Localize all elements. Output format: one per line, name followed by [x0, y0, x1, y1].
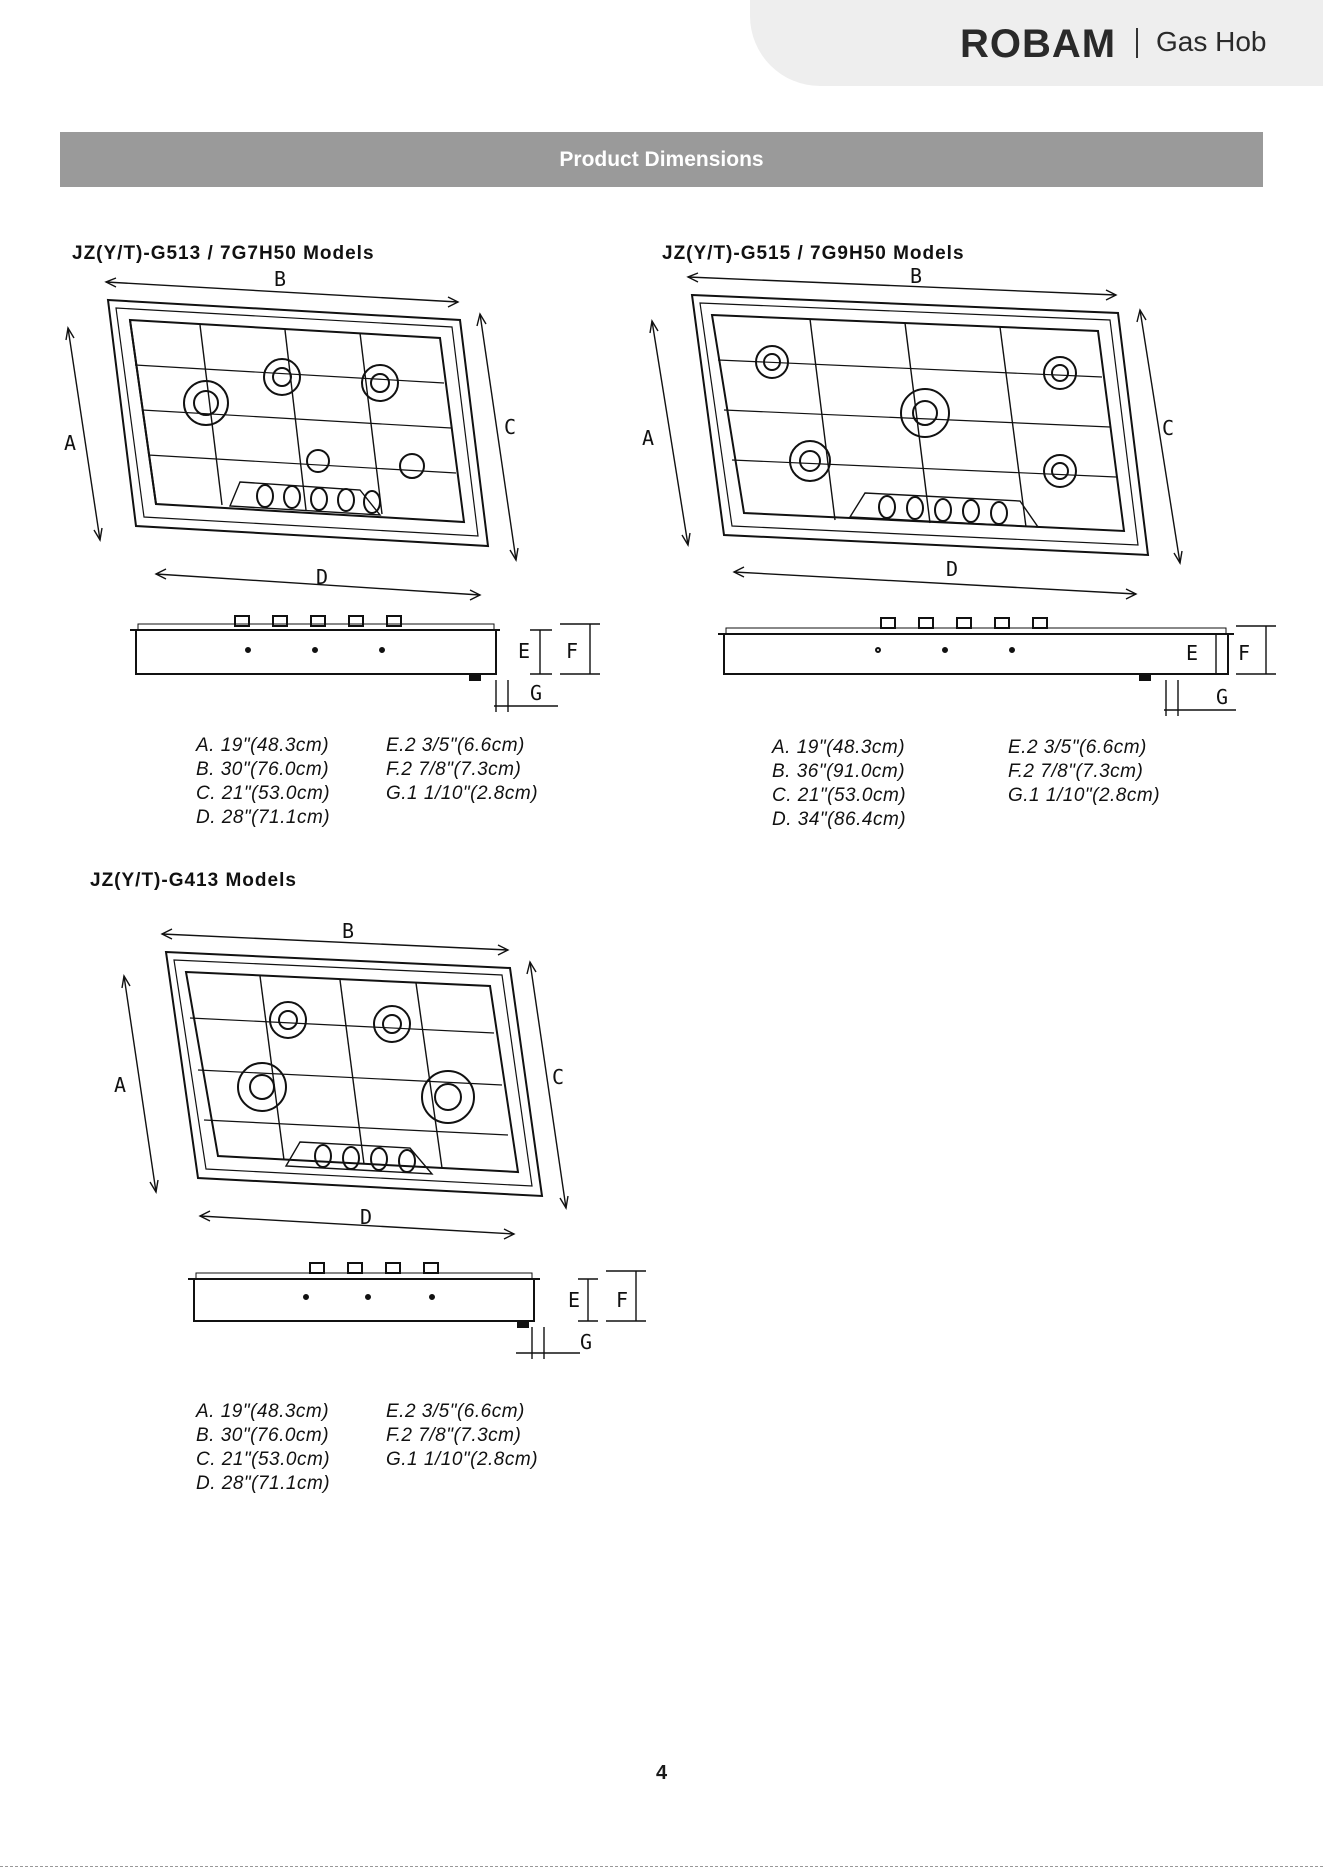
section-title: Product Dimensions — [60, 132, 1263, 187]
spec-g: G.1 1/10"(2.8cm) — [386, 1449, 539, 1470]
model-1-specs-left: A. 19"(48.3cm) B. 30"(76.0cm) C. 21"(53.… — [196, 734, 330, 830]
spec-b: B. 30"(76.0cm) — [196, 759, 330, 780]
dim-a-label: A — [64, 431, 76, 455]
dim-g-label: G — [580, 1330, 592, 1354]
spec-g: G.1 1/10"(2.8cm) — [386, 783, 539, 804]
product-type: Gas Hob — [1156, 26, 1267, 57]
dim-f-label: F — [616, 1288, 628, 1312]
spec-d: D. 28"(71.1cm) — [196, 1473, 331, 1494]
spec-c: C. 21"(53.0cm) — [196, 783, 331, 804]
model-3-specs-left: A. 19"(48.3cm) B. 30"(76.0cm) C. 21"(53.… — [196, 1400, 330, 1496]
dim-d-label: D — [360, 1205, 372, 1229]
dim-f-label: F — [1238, 641, 1250, 665]
spec-a: A. 19"(48.3cm) — [196, 735, 330, 756]
model-1-side-view: E F G — [130, 615, 600, 712]
dim-f-label: F — [566, 639, 578, 663]
model-2-side-view: E F G — [718, 617, 1276, 716]
model-2-d-dimension: D — [732, 557, 1138, 600]
dim-b-label: B — [274, 267, 286, 291]
dim-b-label: B — [342, 919, 354, 943]
spec-c: C. 21"(53.0cm) — [772, 785, 907, 806]
spec-b: B. 30"(76.0cm) — [196, 1425, 330, 1446]
spec-e: E.2 3/5"(6.6cm) — [1008, 737, 1147, 758]
dim-e-label: E — [518, 639, 530, 663]
model-1-top-view: B A C — [64, 267, 519, 601]
spec-f: F.2 7/8"(7.3cm) — [386, 1425, 522, 1446]
dim-d-label: D — [316, 565, 328, 589]
model-1-specs-right: E.2 3/5"(6.6cm) F.2 7/8"(7.3cm) G.1 1/10… — [386, 734, 538, 806]
dim-c-label: C — [552, 1065, 564, 1089]
spec-a: A. 19"(48.3cm) — [772, 737, 906, 758]
model-2-top-view: B A C — [642, 264, 1183, 565]
spec-c: C. 21"(53.0cm) — [196, 1449, 331, 1470]
spec-b: B. 36"(91.0cm) — [772, 761, 906, 782]
spec-e: E.2 3/5"(6.6cm) — [386, 735, 525, 756]
dim-a-label: A — [642, 426, 654, 450]
dim-c-label: C — [1162, 416, 1174, 440]
model-1-title: JZ(Y/T)-G513 / 7G7H50 Models — [72, 243, 375, 264]
dim-g-label: G — [530, 681, 542, 705]
spec-e: E.2 3/5"(6.6cm) — [386, 1401, 525, 1422]
header-divider — [1136, 28, 1138, 58]
spec-a: A. 19"(48.3cm) — [196, 1401, 330, 1422]
spec-g: G.1 1/10"(2.8cm) — [1008, 785, 1161, 806]
header-tab — [750, 0, 1323, 86]
brand-logo: ROBAM — [960, 22, 1117, 66]
page-number: 4 — [655, 1762, 668, 1784]
model-3-side-view: E F G — [188, 1262, 646, 1359]
dim-g-label: G — [1216, 685, 1228, 709]
dim-b-label: B — [910, 264, 922, 288]
spec-d: D. 28"(71.1cm) — [196, 807, 331, 828]
model-2-title: JZ(Y/T)-G515 / 7G9H50 Models — [662, 243, 965, 264]
dim-e-label: E — [1186, 641, 1198, 665]
model-3-specs-right: E.2 3/5"(6.6cm) F.2 7/8"(7.3cm) G.1 1/10… — [386, 1400, 538, 1472]
model-2-specs-left: A. 19"(48.3cm) B. 36"(91.0cm) C. 21"(53.… — [772, 736, 906, 832]
dim-c-label: C — [504, 415, 516, 439]
footer-rule — [0, 1866, 1323, 1867]
model-2-specs-right: E.2 3/5"(6.6cm) F.2 7/8"(7.3cm) G.1 1/10… — [1008, 736, 1160, 808]
spec-f: F.2 7/8"(7.3cm) — [386, 759, 522, 780]
dim-a-label: A — [114, 1073, 126, 1097]
model-3-top-view: B A C D — [114, 919, 569, 1240]
spec-d: D. 34"(86.4cm) — [772, 809, 907, 830]
dim-d-label: D — [946, 557, 958, 581]
dim-e-label: E — [568, 1288, 580, 1312]
model-3-title: JZ(Y/T)-G413 Models — [90, 870, 297, 891]
spec-f: F.2 7/8"(7.3cm) — [1008, 761, 1144, 782]
model-1-d-dimension: D — [316, 565, 328, 589]
